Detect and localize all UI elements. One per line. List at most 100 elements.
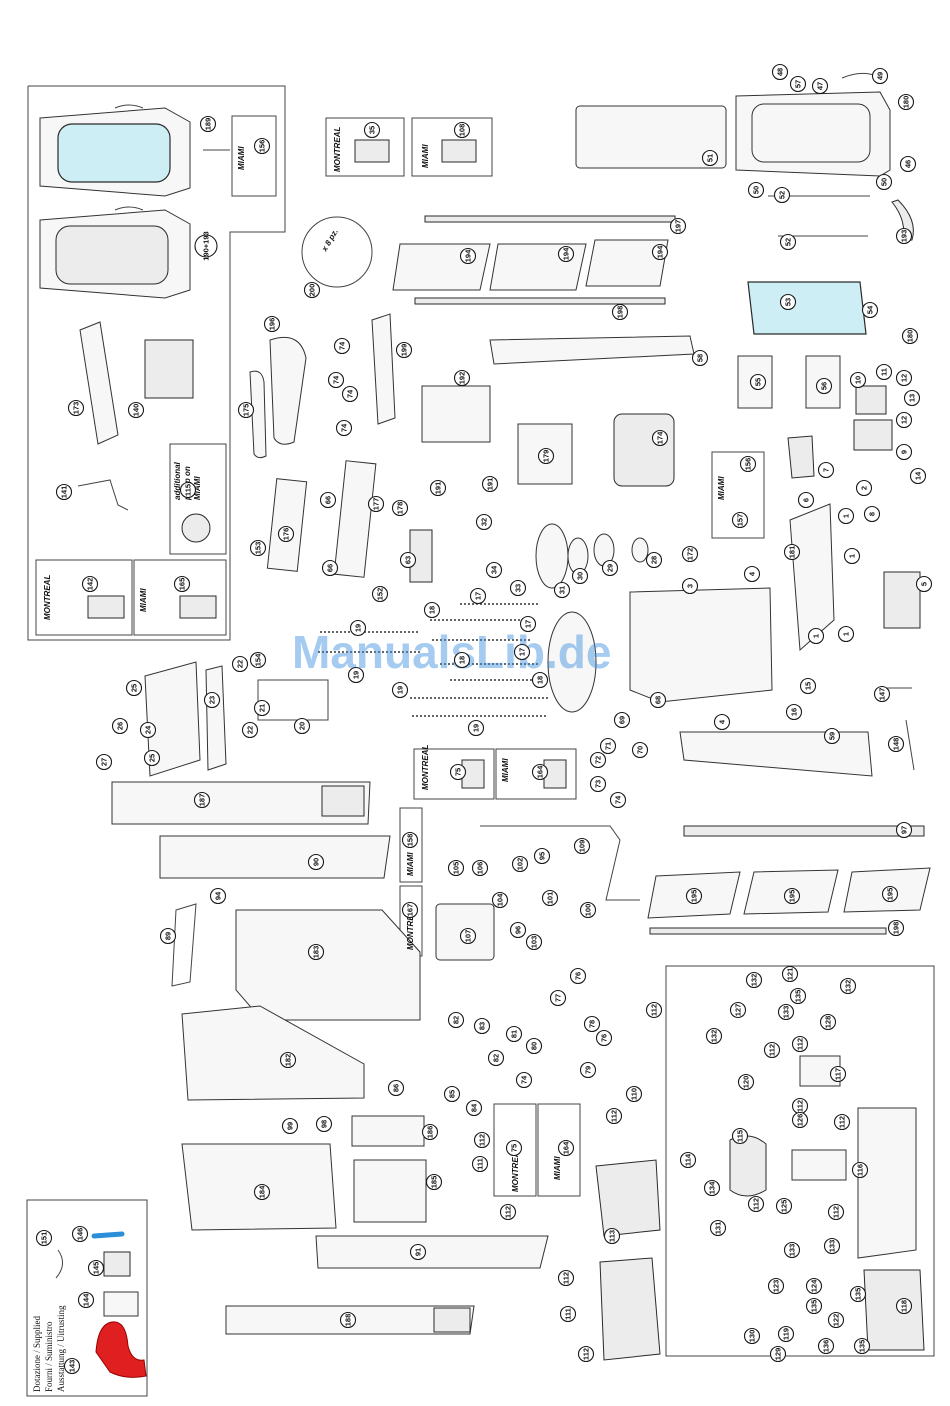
callout-label: 112 [832, 1206, 841, 1218]
callout-83: 83 [473, 1017, 491, 1035]
callout-70: 70 [631, 741, 649, 759]
callout-180-2: 180 [901, 327, 919, 345]
callout-1-2: 1 [843, 547, 861, 565]
label-miami-165: MIAMI [139, 588, 148, 612]
callout-label: 15 [804, 682, 813, 690]
callout-110: 110 [625, 1085, 643, 1103]
label-screw-kit: x 8 pz. [319, 227, 340, 254]
callout-label: 147 [878, 688, 887, 701]
callout-145: 145 [87, 1259, 105, 1277]
callout-label: 112 [796, 1038, 805, 1050]
callout-130: 130 [743, 1327, 761, 1345]
label-miami-164-bottom: MIAMI [553, 1156, 562, 1180]
watermark: ManualsLib.de [292, 626, 611, 678]
callout-label: 156 [258, 140, 267, 153]
callout-20: 20 [293, 717, 311, 735]
callout-51: 51 [701, 149, 719, 167]
callout-label: 183 [312, 946, 321, 959]
label-montreal-35: MONTREAL [333, 127, 342, 172]
callout-177: 177 [367, 495, 385, 513]
callout-69: 69 [613, 711, 631, 729]
callout-label: 187 [198, 794, 207, 807]
callout-label: 198 [892, 922, 901, 935]
callout-181: 181 [783, 543, 801, 561]
callout-132-1: 132 [745, 971, 763, 989]
label-montreal-75-bottom: MONTREAL [511, 1147, 520, 1192]
callout-52-2: 52 [779, 233, 797, 251]
callout-label: 129 [774, 1348, 783, 1361]
callout-31: 31 [553, 581, 571, 599]
callout-label: 22 [246, 726, 255, 734]
miami-box-165 [133, 559, 227, 636]
callout-label: 51 [706, 154, 715, 162]
callout-4-2: 4 [713, 713, 731, 731]
callout-197: 197 [669, 217, 687, 235]
callout-label: 195 [788, 890, 797, 903]
callout-label: 178 [396, 502, 405, 515]
callout-label: 109 [578, 840, 587, 853]
miami-box-156 [231, 115, 277, 197]
grille-89 [171, 903, 197, 987]
pipe-109 [480, 825, 640, 901]
montreal-box-75-bottom [493, 1103, 537, 1197]
callout-125: 125 [775, 1197, 793, 1215]
callout-123: 123 [767, 1277, 785, 1295]
callout-105: 105 [447, 859, 465, 877]
callout-label: 132 [750, 974, 759, 987]
callout-113: 113 [603, 1227, 621, 1245]
callout-13: 13 [903, 389, 921, 407]
callout-107: 107 [459, 927, 477, 945]
frame-20 [257, 679, 329, 721]
callout-label: 120 [742, 1076, 751, 1089]
panel-182 [181, 1005, 365, 1101]
callout-label: 57 [794, 80, 803, 88]
callout-label: 96 [514, 926, 523, 934]
montreal-box-75 [413, 748, 495, 800]
callout-label: 197 [674, 220, 683, 233]
callout-label: 181 [788, 546, 797, 559]
callout-200: 200 [303, 281, 321, 299]
callout-194-2: 194 [557, 245, 575, 263]
door-189 [39, 104, 191, 197]
callout-label: 28 [650, 556, 659, 564]
callout-label: 21 [258, 704, 267, 712]
callout-131: 131 [709, 1219, 727, 1237]
callout-23: 23 [203, 691, 221, 709]
callout-label: 74 [520, 1075, 529, 1084]
callout-73: 73 [589, 775, 607, 793]
callout-label: 110 [630, 1088, 639, 1100]
callout-175: 175 [237, 401, 255, 419]
callout-89: 89 [159, 927, 177, 945]
callout-117: 117 [829, 1065, 847, 1083]
callout-115-1: 115 [179, 481, 197, 499]
callout-116: 116 [851, 1161, 869, 1179]
callout-label: 191 [434, 482, 443, 495]
callout-158: 158 [401, 831, 419, 849]
callout-188: 188 [339, 1311, 357, 1329]
callout-21: 21 [253, 699, 271, 717]
callout-157: 157 [731, 511, 749, 529]
callout-label: 179 [542, 450, 551, 463]
callout-189: 189 [199, 115, 217, 133]
callout-label: 111 [564, 1308, 573, 1320]
callout-190-193: 190+193 [194, 231, 218, 261]
callout-label: 142 [86, 578, 95, 591]
callout-label: 13 [908, 394, 917, 402]
callout-122: 122 [827, 1311, 845, 1329]
callout-label: 164 [536, 765, 545, 778]
callout-120: 120 [737, 1073, 755, 1091]
callout-label: 152 [376, 588, 385, 601]
callout-label: 1 [812, 634, 821, 638]
callout-78: 78 [583, 1015, 601, 1033]
callout-label: 4 [748, 571, 757, 576]
callout-112-8: 112 [833, 1113, 851, 1131]
supplied-frame [26, 1199, 148, 1397]
callout-label: 1 [842, 632, 851, 636]
callout-label: 85 [448, 1090, 457, 1098]
callout-56: 56 [815, 377, 833, 395]
bar-198-bottom [649, 927, 887, 935]
label-miami-158: MIAMI [406, 852, 415, 876]
callout-label: 84 [470, 1103, 479, 1112]
callout-74-3: 74 [341, 385, 359, 403]
callout-96: 96 [509, 921, 527, 939]
